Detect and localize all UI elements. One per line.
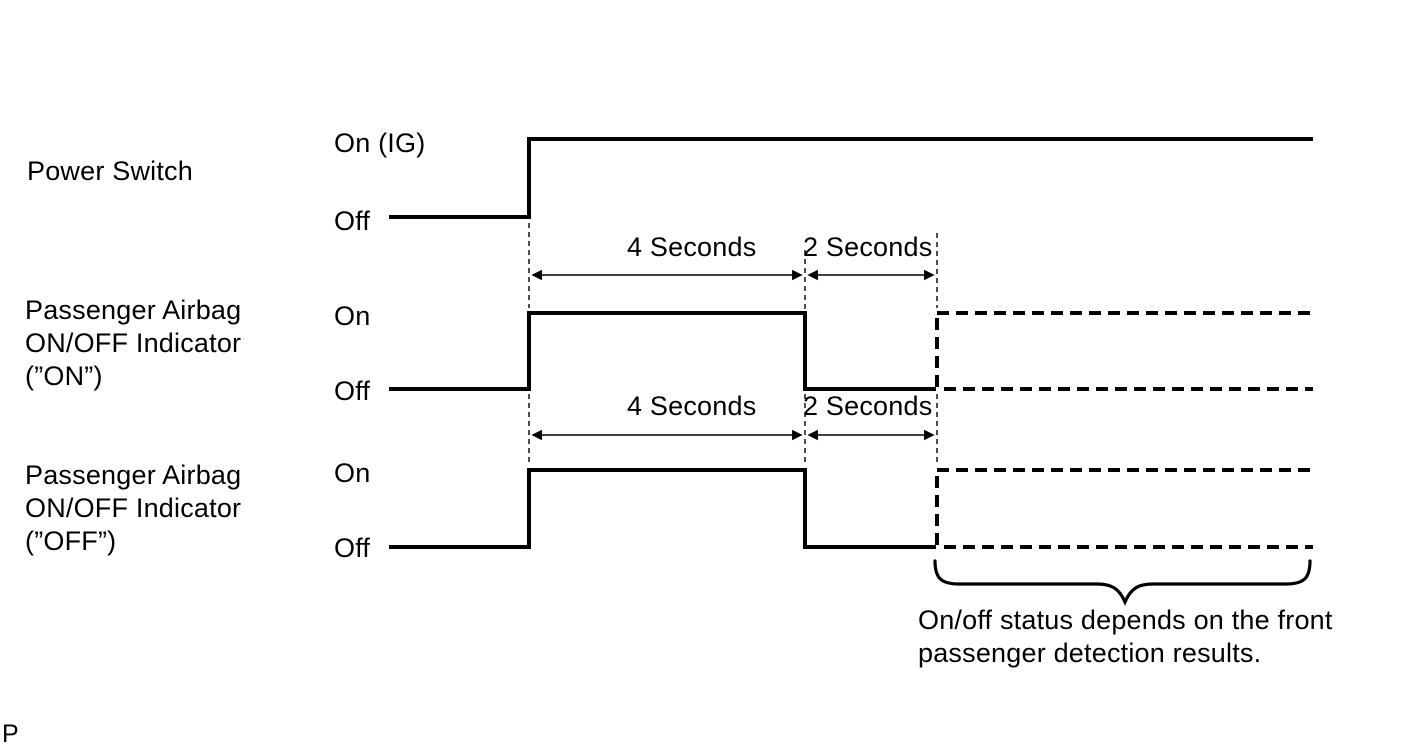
power-switch-waveform xyxy=(389,137,1313,219)
indicator-off-waveform-solid xyxy=(389,468,936,549)
interval-2s-label: 2 Seconds xyxy=(803,391,933,421)
indicator-on-label-line3: (”ON”) xyxy=(25,361,103,391)
power-switch-label: Power Switch xyxy=(27,156,193,186)
caption-line2: passenger detection results. xyxy=(918,638,1262,668)
brace xyxy=(933,559,1312,607)
indicator-off-label-line2: ON/OFF Indicator xyxy=(25,493,242,523)
indicator-on-low-label: Off xyxy=(334,376,371,406)
indicator-on-label-line1: Passenger Airbag xyxy=(25,295,242,325)
indicator-off-label-line3: (”OFF”) xyxy=(25,526,117,556)
indicator-off-low-label: Off xyxy=(334,533,371,563)
indicator-on-label-line2: ON/OFF Indicator xyxy=(25,328,242,358)
power-switch-high-label: On (IG) xyxy=(334,128,426,158)
indicator-on-high-label: On xyxy=(334,301,371,331)
indicator-off-label-line1: Passenger Airbag xyxy=(25,460,242,490)
interval-4s-label: 4 Seconds xyxy=(627,391,757,421)
power-switch-low-label: Off xyxy=(334,206,371,236)
indicator-on-waveform-solid xyxy=(389,311,936,391)
interval-2s-label: 2 Seconds xyxy=(803,232,933,262)
corner-text: P xyxy=(2,720,19,746)
caption-line1: On/off status depends on the front xyxy=(918,605,1333,635)
interval-4s-label: 4 Seconds xyxy=(627,232,757,262)
indicator-off-high-label: On xyxy=(334,458,371,488)
